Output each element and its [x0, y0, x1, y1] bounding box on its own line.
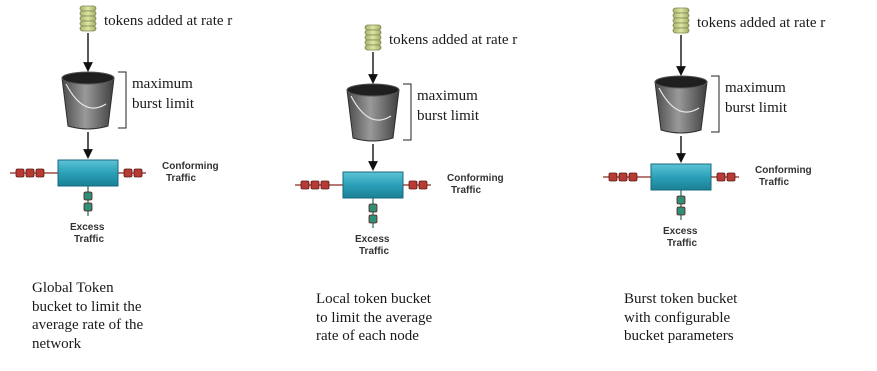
token-coin [672, 22, 690, 29]
caption-burst-token-bucket: Burst token bucket with configurable buc… [624, 291, 738, 344]
burst-label-line2: burst limit [417, 108, 480, 124]
token-coin [672, 7, 690, 14]
packet-icon [83, 202, 93, 212]
bucket-handle [350, 95, 392, 121]
token-coin [364, 29, 382, 36]
bucket-rim [654, 75, 708, 89]
incoming-packets [15, 168, 45, 178]
burst-bracket [711, 75, 720, 133]
token-coin [364, 24, 382, 31]
packet-icon [716, 172, 726, 182]
token-coin [672, 17, 690, 24]
conforming-packets [123, 168, 143, 178]
packet-icon [676, 195, 686, 205]
regulator-box-icon [650, 163, 712, 191]
excess-label-line2: Traffic [74, 234, 104, 245]
bucket-icon [346, 83, 400, 142]
token-coin [672, 27, 690, 34]
token-bucket-panel-1: tokens added at rate r maximum burst limit… [10, 5, 232, 245]
packet-icon [133, 168, 143, 178]
conforming-packets [408, 180, 428, 190]
conforming-label-line2: Traffic [166, 173, 196, 184]
token-coin [672, 12, 690, 19]
bucket-body [654, 81, 708, 134]
packet-icon [618, 172, 628, 182]
token-coin [364, 34, 382, 41]
token-coin-stack-icon [364, 24, 382, 51]
bucket-body [61, 77, 115, 130]
burst-label-line1: maximum [725, 80, 786, 96]
burst-bracket [118, 71, 127, 129]
bucket-body [346, 89, 400, 142]
token-coin [79, 10, 97, 17]
bucket-rim [61, 71, 115, 85]
excess-label-line1: Excess [355, 234, 390, 245]
token-bucket-panel-3: tokens added at rate r maximum burst limit… [603, 7, 825, 249]
token-coin [79, 20, 97, 27]
token-coin-stack-icon [79, 5, 97, 32]
excess-packets [676, 195, 686, 216]
token-rate-label: tokens added at rate r [697, 15, 825, 31]
token-coin [79, 25, 97, 32]
conforming-label-line1: Conforming [162, 161, 219, 172]
packet-icon [25, 168, 35, 178]
token-coin [364, 39, 382, 46]
bucket-rim [346, 83, 400, 97]
token-rate-label: tokens added at rate r [389, 32, 517, 48]
packet-icon [310, 180, 320, 190]
conforming-label-line1: Conforming [755, 165, 812, 176]
packet-icon [368, 203, 378, 213]
incoming-packets [608, 172, 638, 182]
burst-label-line2: burst limit [132, 96, 195, 112]
token-coin [79, 15, 97, 22]
token-bucket-panel-2: tokens added at rate r maximum burst limit… [295, 24, 517, 257]
packet-icon [368, 214, 378, 224]
burst-label-line2: burst limit [725, 100, 788, 116]
packet-icon [628, 172, 638, 182]
excess-label-line1: Excess [70, 222, 105, 233]
regulator-box-icon [57, 159, 119, 187]
packet-icon [418, 180, 428, 190]
packet-icon [83, 191, 93, 201]
packet-icon [608, 172, 618, 182]
packet-icon [320, 180, 330, 190]
packet-icon [15, 168, 25, 178]
bucket-icon [654, 75, 708, 134]
burst-bracket [403, 83, 412, 141]
packet-icon [676, 206, 686, 216]
packet-icon [300, 180, 310, 190]
packet-icon [408, 180, 418, 190]
conforming-label-line2: Traffic [451, 185, 481, 196]
regulator-box-icon [342, 171, 404, 199]
token-coin [364, 44, 382, 51]
conforming-label-line1: Conforming [447, 173, 504, 184]
caption-global-token-bucket: Global Token bucket to limit the average… [32, 280, 144, 352]
excess-label-line2: Traffic [359, 246, 389, 257]
burst-label-line1: maximum [417, 88, 478, 104]
bucket-handle [65, 83, 107, 109]
bucket-handle [658, 87, 700, 113]
conforming-label-line2: Traffic [759, 177, 789, 188]
excess-label-line2: Traffic [667, 238, 697, 249]
token-coin-stack-icon [672, 7, 690, 34]
conforming-packets [716, 172, 736, 182]
excess-packets [83, 191, 93, 212]
packet-icon [726, 172, 736, 182]
packet-icon [35, 168, 45, 178]
bucket-icon [61, 71, 115, 130]
excess-packets [368, 203, 378, 224]
burst-label-line1: maximum [132, 76, 193, 92]
excess-label-line1: Excess [663, 226, 698, 237]
caption-local-token-bucket: Local token bucket to limit the average … [316, 291, 433, 344]
token-rate-label: tokens added at rate r [104, 13, 232, 29]
token-coin [79, 5, 97, 12]
packet-icon [123, 168, 133, 178]
incoming-packets [300, 180, 330, 190]
